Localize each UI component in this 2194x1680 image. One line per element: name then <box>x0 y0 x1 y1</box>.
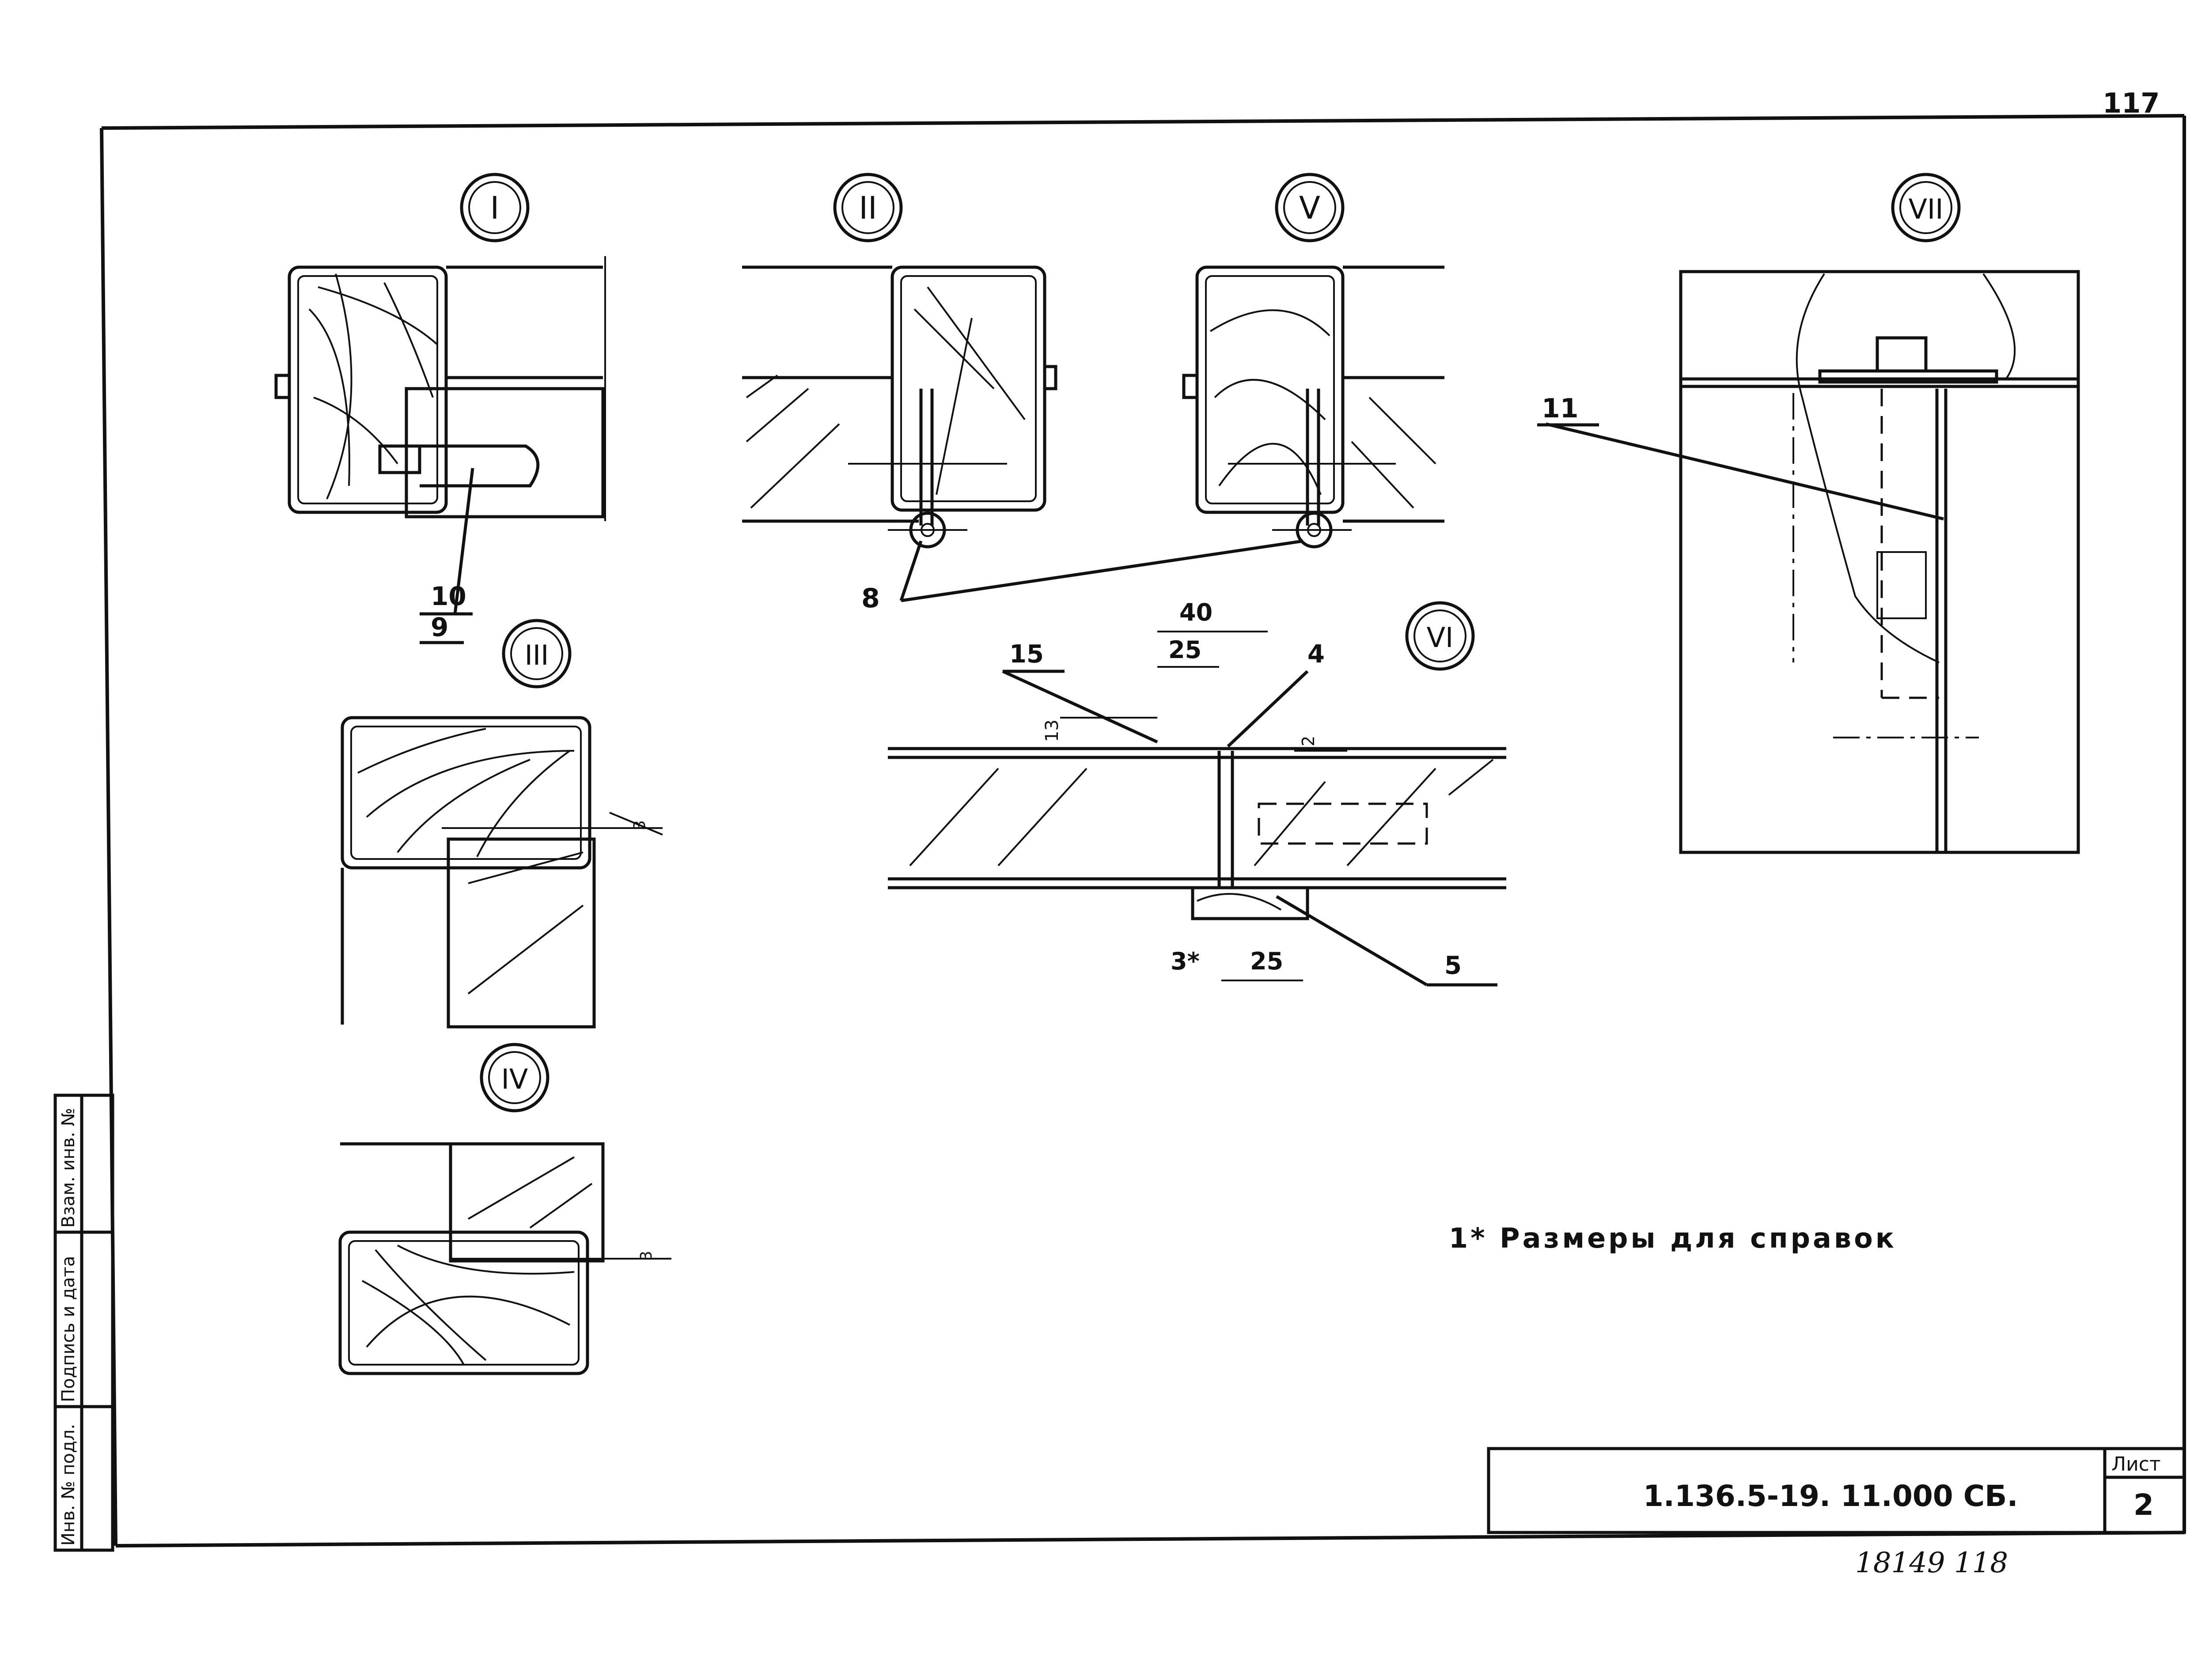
note-reference-dimensions: 1* Размеры для справок <box>1449 1222 1897 1254</box>
detail-I: I <box>274 173 606 521</box>
handwritten-archive-number: 18149 118 <box>1855 1547 2008 1579</box>
callout-10: 10 <box>431 581 466 611</box>
dim-13: 13 <box>1042 719 1062 742</box>
detail-I-label: I <box>490 190 500 226</box>
detail-VI: VI <box>888 601 1506 981</box>
dim-3-star: 3* <box>1171 947 1200 975</box>
detail-III: III <box>341 619 663 1029</box>
detail-IV-label: IV <box>501 1063 528 1095</box>
document-designation: 1.136.5-19. 11.000 СБ. <box>1643 1479 2018 1513</box>
detail-V: V <box>1182 173 1444 549</box>
side-stamp: Инв. № подл. Подпись и дата Взам. инв. № <box>53 1094 114 1552</box>
stamp-label-inv-podl: Инв. № подл. <box>58 1424 79 1546</box>
callout-9: 9 <box>431 612 448 642</box>
dim-40: 40 <box>1179 598 1213 626</box>
title-block <box>1487 1447 2186 1534</box>
callout-11: 11 <box>1542 393 1579 424</box>
dim-3-detail-III: 3 <box>631 820 649 830</box>
detail-V-label: V <box>1299 190 1320 226</box>
page-number: 117 <box>2103 87 2160 119</box>
detail-VII: VII <box>1679 173 2080 854</box>
detail-III-label: III <box>525 639 549 671</box>
dim-2: 2 <box>1299 736 1318 746</box>
callout-15: 15 <box>1009 640 1044 669</box>
dim-3-detail-IV: 3 <box>637 1251 656 1261</box>
detail-II-label: II <box>859 190 877 226</box>
drawing-frame <box>100 114 2186 1548</box>
detail-II: II <box>742 173 1057 549</box>
detail-VII-label: VII <box>1909 193 1944 225</box>
stamp-label-podpis: Подпись и дата <box>58 1256 79 1402</box>
callout-4: 4 <box>1307 640 1325 669</box>
dim-25-bottom: 25 <box>1250 947 1283 975</box>
detail-VI-label: VI <box>1427 621 1454 654</box>
detail-IV: IV <box>338 1043 671 1375</box>
callout-8: 8 <box>861 583 880 614</box>
sheet-label: Лист <box>2111 1453 2161 1476</box>
dim-25-top: 25 <box>1168 636 1201 664</box>
stamp-label-vzam: Взам. инв. № <box>58 1108 79 1228</box>
sheet-number: 2 <box>2133 1488 2154 1522</box>
callout-5: 5 <box>1444 951 1462 980</box>
